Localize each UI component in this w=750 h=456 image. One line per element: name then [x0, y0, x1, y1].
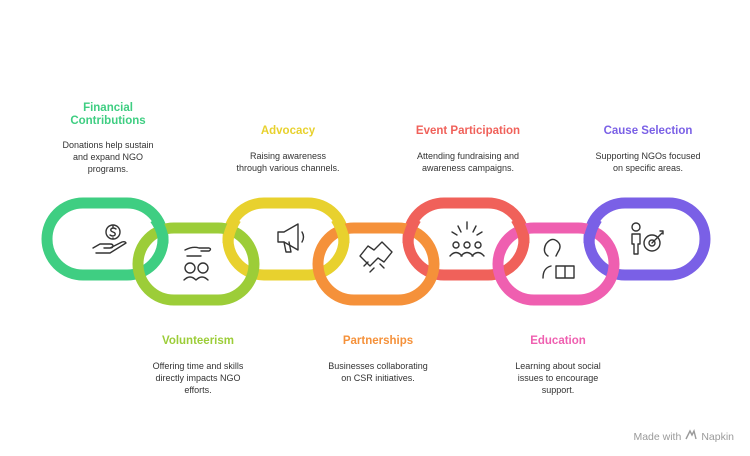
- footer-brand: Napkin: [701, 430, 734, 443]
- title-event: Event Participation: [415, 125, 521, 137]
- chain-link-education: [492, 222, 620, 306]
- volunteer-hands-icon: [183, 246, 212, 281]
- reading-person-icon: [542, 238, 575, 279]
- desc-advocacy: Raising awareness through various channe…: [236, 151, 340, 173]
- title-cause: Cause Selection: [603, 125, 693, 137]
- napkin-credit[interactable]: Made with Napkin: [633, 428, 734, 444]
- desc-volunteerism: Offering time and skills directly impact…: [152, 361, 244, 395]
- dollar-hand-icon: [92, 224, 127, 254]
- desc-financial: Donations help sustain and expand NGO pr…: [62, 140, 154, 174]
- chain-link-partnerships: [312, 222, 440, 306]
- title-volunteerism: Volunteerism: [162, 335, 234, 347]
- footer-text: Made with: [633, 430, 682, 443]
- napkin-logo-icon: [685, 428, 697, 444]
- chain-link-volunteerism: [132, 222, 260, 306]
- crowd-celebration-icon: [449, 221, 485, 257]
- desc-cause: Supporting NGOs focused on specific area…: [595, 151, 701, 173]
- desc-event: Attending fundraising and awareness camp…: [416, 151, 520, 173]
- desc-partnerships: Businesses collaborating on CSR initiati…: [328, 361, 428, 383]
- title-financial: Financial Contributions: [70, 102, 146, 127]
- desc-education: Learning about social issues to encourag…: [515, 361, 601, 395]
- person-target-icon: [631, 222, 664, 255]
- title-advocacy: Advocacy: [260, 125, 316, 137]
- title-education: Education: [530, 335, 586, 347]
- title-partnerships: Partnerships: [342, 335, 414, 347]
- handshake-icon: [359, 241, 393, 273]
- megaphone-icon: [277, 223, 305, 253]
